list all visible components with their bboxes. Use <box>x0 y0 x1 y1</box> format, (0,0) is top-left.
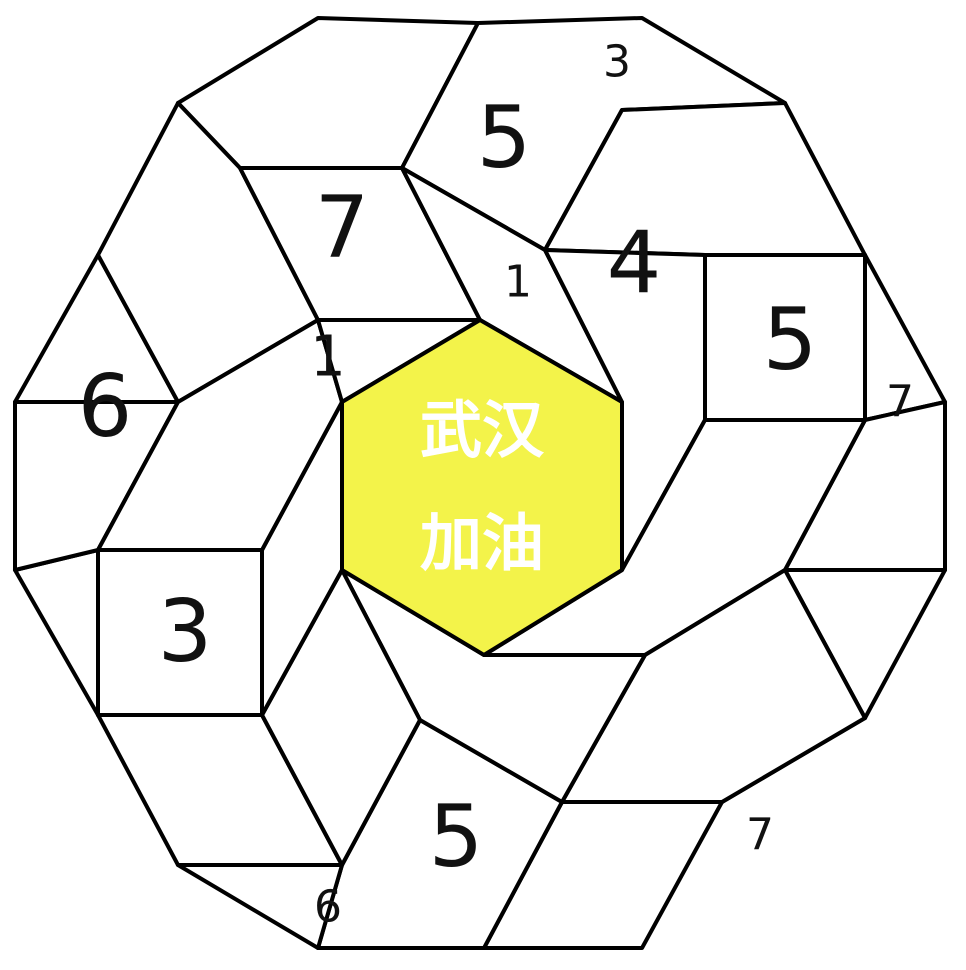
clue-number: 3 <box>158 582 213 682</box>
puzzle-cell[interactable] <box>96 318 344 552</box>
center-text-line-1: 武汉 <box>420 394 545 467</box>
center-hexagon <box>340 318 624 657</box>
clue-number: 3 <box>603 37 631 88</box>
clue-number: 7 <box>886 377 914 428</box>
clue-number: 5 <box>429 787 484 887</box>
clue-number: 1 <box>504 257 532 308</box>
cell-grid <box>13 16 947 950</box>
puzzle-cell[interactable] <box>13 548 100 717</box>
center-text-line-2: 加油 <box>420 507 544 580</box>
clue-number: 1 <box>310 325 346 390</box>
clue-number: 5 <box>477 88 532 188</box>
clue-number: 6 <box>78 357 133 457</box>
clue-number: 7 <box>315 178 370 278</box>
clue-number: 4 <box>607 213 662 313</box>
clue-number: 6 <box>314 882 342 933</box>
clue-number: 5 <box>763 290 818 390</box>
clue-number: 7 <box>746 810 774 861</box>
